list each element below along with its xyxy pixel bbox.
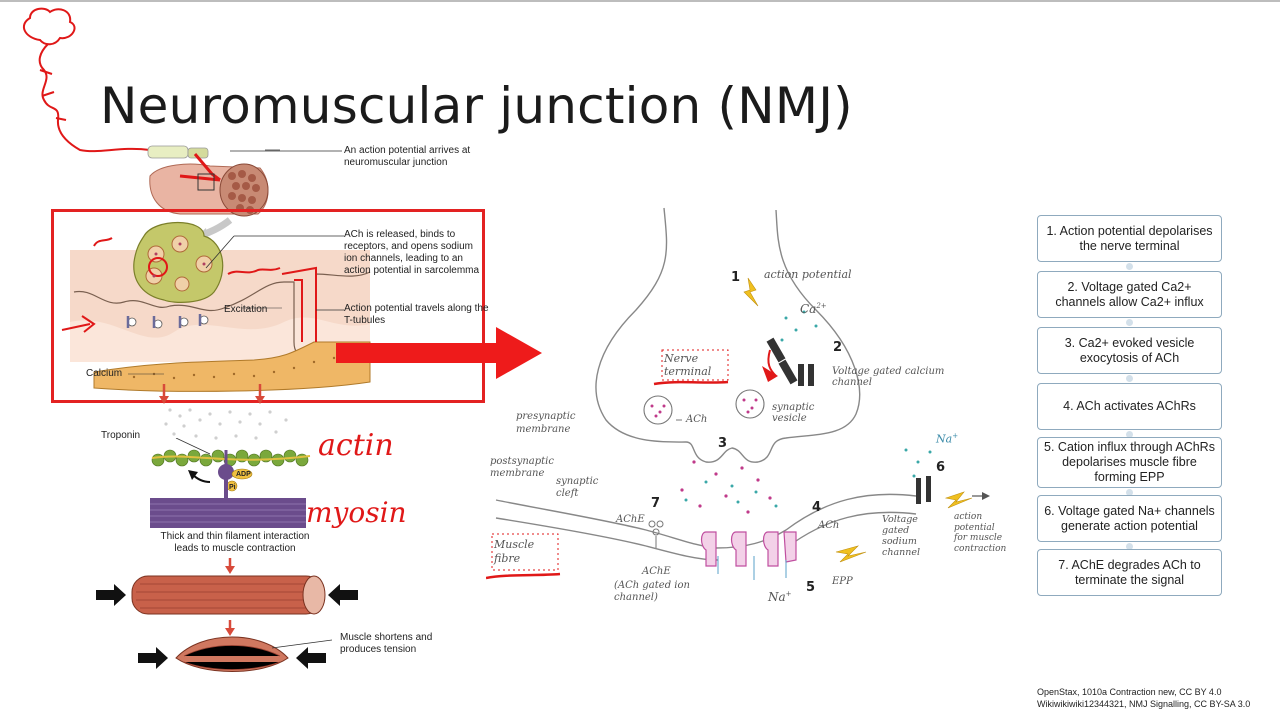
label-vgcc: Voltage gated calcium channel	[832, 366, 945, 388]
diagram-number-6: 6	[936, 460, 946, 475]
label-presynaptic: presynaptic membrane	[516, 411, 576, 435]
calcium-release-illustration	[159, 384, 288, 440]
nerve-and-muscle-illustration	[147, 145, 280, 217]
diagram-number-2: 2	[833, 340, 843, 355]
label-ca2-sup: 2+	[816, 302, 827, 310]
credit-line-2: Wikiwikiwiki12344321, NMJ Signalling, CC…	[1037, 699, 1251, 709]
label-ach-vesicle: ACh	[686, 414, 708, 425]
muscle-contraction-illustration	[96, 558, 358, 672]
step-box-6: 6. Voltage gated Na+ channels generate a…	[1037, 495, 1222, 542]
top-border-line	[0, 0, 1280, 2]
diagram-number-7: 7	[651, 496, 661, 511]
step-box-5: 5. Cation influx through AChRs depolaris…	[1037, 437, 1222, 488]
label-epp: EPP	[832, 576, 853, 587]
step-box-1: 1. Action potential depolarises the nerv…	[1037, 215, 1222, 262]
label-calcium: Calcium	[86, 368, 123, 379]
label-action-potential: action potential	[764, 268, 852, 281]
handdrawn-neuron-scribble	[22, 7, 151, 153]
step-box-2: 2. Voltage gated Ca2+ channels allow Ca2…	[1037, 271, 1222, 318]
label-ach-gated: (ACh gated ion channel)	[614, 580, 690, 603]
handwritten-actin: actin	[318, 428, 394, 463]
label-na-bottom: Na+	[768, 590, 792, 604]
nmj-signalling-sketch	[486, 207, 990, 580]
label-na-top-sup: +	[952, 432, 959, 440]
step-connector-dot	[1126, 431, 1133, 438]
label-vgsc: Voltage gated sodium channel	[882, 514, 920, 558]
actin-myosin-illustration	[150, 438, 311, 528]
label-ca2: Ca2+	[800, 302, 827, 316]
label-shortens: Muscle shortens and produces tension	[340, 632, 433, 655]
label-ache-7: AChE	[616, 514, 645, 525]
step-connector-dot	[1126, 375, 1133, 382]
image-credits: OpenStax, 1010a Contraction new, CC BY 4…	[1037, 686, 1250, 710]
label-ach-released: ACh is released, binds to receptors, and…	[344, 229, 480, 276]
excitation-highlight-box	[51, 209, 485, 403]
page-title: Neuromuscular junction (NMJ)	[100, 77, 853, 135]
big-red-arrow	[336, 327, 542, 379]
step-box-3: 3. Ca2+ evoked vesicle exocytosis of ACh	[1037, 327, 1222, 374]
step-box-4: 4. ACh activates AChRs	[1037, 383, 1222, 430]
label-ache-channel: AChE	[642, 566, 671, 577]
label-synaptic-cleft: synaptic cleft	[556, 476, 599, 499]
label-ca2-text: Ca	[800, 302, 817, 316]
step-connector-dot	[1126, 263, 1133, 270]
step-connector-dot	[1126, 543, 1133, 550]
step-box-7: 7. AChE degrades ACh to terminate the si…	[1037, 549, 1222, 596]
label-excitation: Excitation	[224, 304, 268, 315]
label-troponin: Troponin	[101, 430, 141, 441]
credit-line-1: OpenStax, 1010a Contraction new, CC BY 4…	[1037, 687, 1222, 697]
label-nerve-terminal: Nerve terminal	[664, 352, 712, 378]
label-na-top-text: Na	[936, 432, 953, 446]
label-na-bottom-sup: +	[785, 590, 792, 598]
step-connector-dot	[1126, 319, 1133, 326]
step-connector-dot	[1126, 489, 1133, 496]
label-na-top: Na+	[936, 432, 958, 446]
diagram-number-1: 1	[731, 270, 741, 285]
label-muscle-fibre: Muscle fibre	[494, 538, 535, 565]
diagram-number-5: 5	[806, 580, 816, 595]
label-postsynaptic: postsynaptic membrane	[490, 456, 554, 479]
label-pi: Pi	[229, 484, 236, 491]
label-ap-contraction: action potential for muscle contraction	[954, 512, 1007, 554]
label-na-bottom-text: Na	[768, 590, 786, 604]
label-adp: ADP	[236, 471, 251, 478]
diagram-number-3: 3	[718, 436, 728, 451]
label-synaptic-vesicle: synaptic vesicle	[772, 402, 815, 424]
label-interaction: Thick and thin filament interaction lead…	[160, 531, 310, 554]
handwritten-myosin: myosin	[306, 496, 407, 529]
label-ach-4: ACh	[818, 520, 840, 531]
label-action-arrives: An action potential arrives at neuromusc…	[344, 145, 471, 168]
leader-line-action-arrives	[230, 150, 342, 152]
nmj-excitation-illustration	[61, 221, 371, 392]
label-ap-travels: Action potential travels along the T-tub…	[344, 303, 489, 326]
diagram-number-4: 4	[812, 500, 822, 515]
